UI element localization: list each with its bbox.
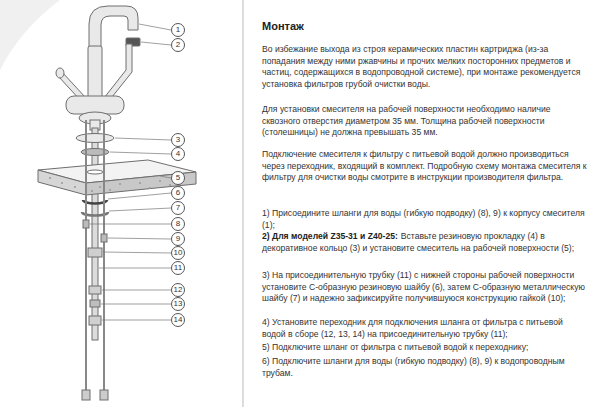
paragraph-text: 5) Подключите шланг от фильтра с питьево… [262, 342, 528, 352]
paragraph-text: 4) Установите переходник для подключения… [262, 317, 563, 339]
callout-number: 10 [174, 249, 183, 257]
callout-circle: 13 [171, 297, 185, 311]
paragraph-text: Во избежание выхода из строя керамически… [262, 44, 580, 89]
callout-number: 4 [176, 150, 180, 158]
hose-fitting [101, 234, 107, 242]
callout-circle: 14 [171, 313, 185, 327]
paragraph-text: 1) Присоедините шланги для воды (гибкую … [262, 208, 585, 230]
heading: Монтаж [262, 20, 304, 32]
callout-number: 2 [176, 41, 180, 49]
lever-knob [56, 68, 64, 78]
callout-circle: 9 [171, 232, 185, 246]
paragraph: 1) Присоедините шланги для воды (гибкую … [262, 208, 588, 231]
paragraph: 4) Установите переходник для подключения… [262, 317, 588, 340]
callout-number: 6 [176, 189, 180, 197]
callout-number: 1 [176, 26, 180, 34]
nut [88, 248, 102, 257]
callout-number: 11 [174, 264, 182, 272]
callout-circle: 5 [171, 171, 185, 185]
ring [76, 134, 114, 143]
step-heading: 2) Для моделей Z35-31 и Z40-25: [262, 231, 398, 241]
hose-fitting [83, 220, 89, 228]
callout-circle: 8 [171, 217, 185, 231]
callout-number: 7 [176, 204, 180, 212]
hose-end [100, 390, 108, 400]
callout-number: 8 [176, 220, 180, 228]
callout-number: 14 [174, 316, 183, 324]
callout-circle: 4 [171, 147, 185, 161]
adapter [89, 286, 101, 294]
corner-decor [0, 0, 60, 70]
callout-number: 13 [174, 300, 183, 308]
divider-line [243, 0, 244, 407]
paragraph-text: Для установки смесителя на рабочей повер… [262, 104, 551, 137]
adapter [89, 316, 101, 325]
callout-circle: 7 [171, 201, 185, 215]
callout-circle: 10 [171, 246, 185, 260]
paragraph: Подключение смесителя к фильтру с питьев… [262, 149, 588, 184]
callout-circle: 1 [171, 23, 185, 37]
paragraph: 5) Подключите шланг от фильтра с питьево… [262, 342, 588, 354]
callout-number: 9 [176, 235, 180, 243]
body [66, 96, 124, 114]
hose-end [82, 390, 90, 400]
callout-circle: 12 [171, 283, 185, 297]
callout-number: 5 [176, 174, 180, 182]
hose [103, 120, 105, 398]
column [88, 46, 102, 100]
paragraph-text: 6) Подключите шланги для воды (гибкую по… [262, 356, 565, 378]
paragraph: Во избежание выхода из строя керамически… [262, 44, 588, 90]
hose [85, 120, 87, 398]
callout-circle: 6 [171, 186, 185, 200]
callout-number: 3 [176, 136, 180, 144]
paragraph: Для установки смесителя на рабочей повер… [262, 104, 588, 139]
lever-right [104, 44, 132, 102]
callout-number: 12 [174, 286, 183, 294]
leader-lines [90, 24, 171, 320]
paragraph: 2) Для моделей Z35-31 и Z40-25:Вставьте … [262, 231, 588, 254]
paragraph-text: Подключение смесителя к фильтру с питьев… [262, 149, 587, 182]
callout-circle: 3 [171, 133, 185, 147]
tube [92, 128, 98, 340]
paragraph: 3) На присоединительную трубку (11) с ни… [262, 270, 588, 305]
paragraph-text: 3) На присоединительную трубку (11) с ни… [262, 270, 585, 303]
adapter [90, 300, 100, 307]
callout-circle: 2 [171, 38, 185, 52]
paragraph: 6) Подключите шланги для воды (гибкую по… [262, 356, 588, 379]
countertop-side [38, 170, 86, 195]
callout-circle: 11 [171, 261, 185, 275]
